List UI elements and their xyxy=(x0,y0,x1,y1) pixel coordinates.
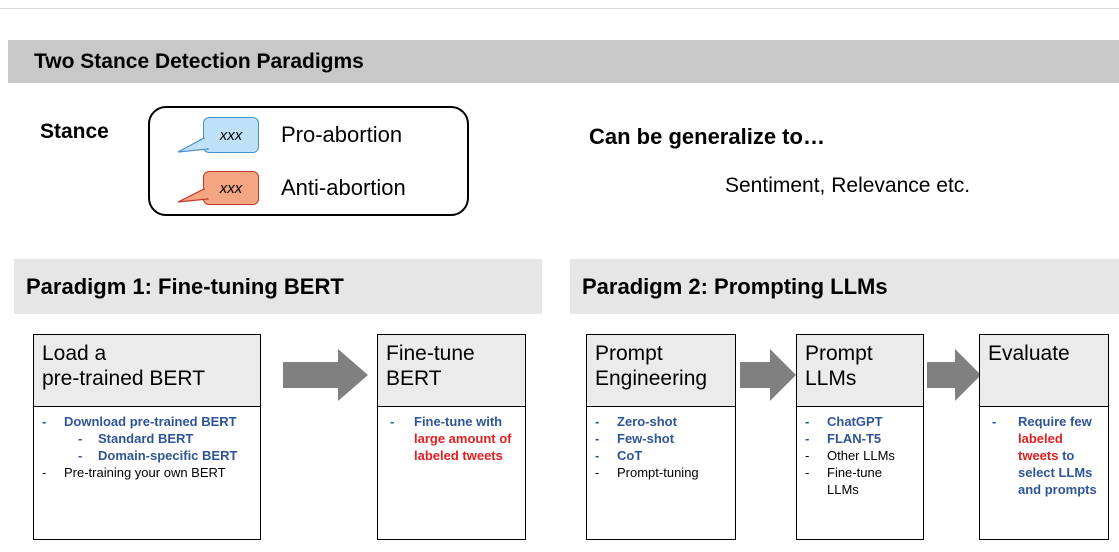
card-header: Prompt LLMs xyxy=(797,335,923,407)
pro-bubble-text: xxx xyxy=(219,126,243,144)
card-body: -ChatGPT -FLAN-T5 -Other LLMs -Fine-tune… xyxy=(797,407,923,498)
paradigm2-title: Paradigm 2: Prompting LLMs xyxy=(582,273,888,299)
card-title-line: Prompt xyxy=(805,342,873,365)
card-header: Prompt Engineering xyxy=(587,335,735,407)
card-body: - Fine-tune with large amount of labeled… xyxy=(378,407,525,464)
generalize-title: Can be generalize to… xyxy=(589,124,825,149)
speech-bubble-icon: xxx xyxy=(203,117,259,153)
card-title-line: LLMs xyxy=(805,367,857,390)
list-item: -Pre-training your own BERT xyxy=(42,465,226,480)
card-title-line: Prompt xyxy=(595,342,663,365)
p2-evaluate-card: Evaluate - Require few labeled tweets to… xyxy=(979,334,1109,540)
p2-prompt-engineering-card: Prompt Engineering -Zero-shot -Few-shot … xyxy=(586,334,736,540)
card-body: -Download pre-trained BERT -Standard BER… xyxy=(34,407,260,481)
list-item: -Other LLMs xyxy=(805,448,895,463)
anti-bubble-text: xxx xyxy=(219,179,243,197)
paradigm1-banner: Paradigm 1: Fine-tuning BERT xyxy=(14,259,542,314)
pro-abortion-label: Pro-abortion xyxy=(281,122,403,147)
p2-prompt-llms-card: Prompt LLMs -ChatGPT -FLAN-T5 -Other LLM… xyxy=(796,334,924,540)
list-item: -Download pre-trained BERT xyxy=(42,414,237,429)
p1-finetune-card: Fine-tune BERT - Fine-tune with large am… xyxy=(377,334,526,540)
list-item: -Fine-tune LLMs xyxy=(805,465,882,497)
card-title-line: pre-trained BERT xyxy=(42,367,206,390)
list-item: -Zero-shot xyxy=(595,414,677,429)
right-arrow-icon xyxy=(927,349,981,401)
card-body: -Zero-shot -Few-shot -CoT -Prompt-tuning xyxy=(587,407,735,481)
list-item: -ChatGPT xyxy=(805,414,883,429)
top-divider xyxy=(0,8,1119,9)
list-item: -Prompt-tuning xyxy=(595,465,699,480)
card-header: Evaluate xyxy=(980,335,1108,407)
right-arrow-icon xyxy=(740,349,796,401)
list-item: - Require few labeled tweets to select L… xyxy=(992,414,1097,497)
list-item: -Domain-specific BERT xyxy=(78,448,238,463)
card-title-line: Engineering xyxy=(595,367,708,390)
list-item: -FLAN-T5 xyxy=(805,431,882,446)
card-body: - Require few labeled tweets to select L… xyxy=(980,407,1108,498)
speech-bubble-tail-icon xyxy=(177,137,209,153)
list-item: -Few-shot xyxy=(595,431,675,446)
speech-bubble-tail-icon xyxy=(177,188,209,203)
generalize-text: Sentiment, Relevance etc. xyxy=(725,174,971,197)
right-arrow-icon xyxy=(283,349,368,401)
list-item: -Standard BERT xyxy=(78,431,194,446)
card-header: Fine-tune BERT xyxy=(378,335,525,407)
card-title-line: Fine-tune xyxy=(386,342,475,365)
paradigm1-title: Paradigm 1: Fine-tuning BERT xyxy=(26,273,344,299)
list-item: -CoT xyxy=(595,448,643,463)
card-header: Load a pre-trained BERT xyxy=(34,335,260,407)
main-title: Two Stance Detection Paradigms xyxy=(34,49,364,73)
main-title-banner: Two Stance Detection Paradigms xyxy=(8,40,1119,83)
card-title-line: BERT xyxy=(386,367,442,390)
card-title-line: Load a xyxy=(42,342,107,365)
speech-bubble-icon: xxx xyxy=(203,171,259,205)
list-item: - Fine-tune with large amount of labeled… xyxy=(390,414,512,463)
p1-load-bert-card: Load a pre-trained BERT -Download pre-tr… xyxy=(33,334,261,540)
paradigm2-banner: Paradigm 2: Prompting LLMs xyxy=(570,259,1119,314)
anti-abortion-label: Anti-abortion xyxy=(281,175,406,200)
card-title-line: Evaluate xyxy=(988,342,1070,365)
stance-label: Stance xyxy=(40,120,109,143)
